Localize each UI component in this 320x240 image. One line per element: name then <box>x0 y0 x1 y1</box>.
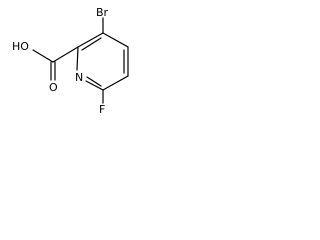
atom-bromine: Br <box>96 6 109 19</box>
atom-ring-nitrogen: N <box>75 71 83 84</box>
bond-c2-c3-inner <box>81 37 102 51</box>
structure-diagram: Br HO O N F <box>0 0 164 155</box>
bond-n-c2 <box>76 46 79 71</box>
bond-c6-n <box>85 80 104 91</box>
molecule-drawing: Br HO O N F <box>12 6 129 116</box>
bond-c3-c4 <box>102 32 129 48</box>
bond-carboxyl-oh <box>32 49 54 63</box>
atom-carbonyl-oxygen: O <box>49 81 58 94</box>
atom-fluorine: F <box>99 103 105 116</box>
atom-hydroxyl: HO <box>12 40 29 53</box>
bond-c6-n-inner <box>86 76 102 87</box>
bond-c2-carboxyl <box>52 46 79 63</box>
bond-c2-c3 <box>77 32 104 48</box>
bond-c5-c6 <box>102 75 129 91</box>
